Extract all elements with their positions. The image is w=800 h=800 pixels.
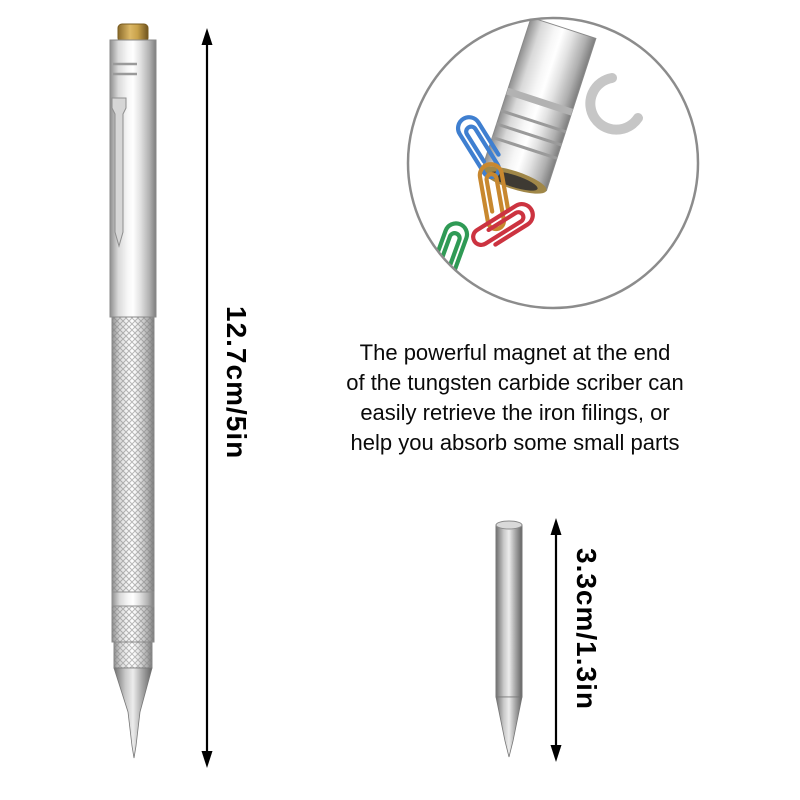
arrow-down-icon — [550, 745, 562, 762]
hook-icon — [585, 73, 643, 135]
scriber-magnet-end — [481, 18, 597, 194]
pen-tip-cone — [113, 667, 153, 759]
replacement-tip-illustration — [495, 520, 523, 758]
pen-brass-button — [117, 23, 149, 43]
arrow-down-icon — [201, 751, 213, 768]
pen-pocket-clip — [111, 97, 127, 248]
tip-point-cone — [495, 696, 523, 758]
magnet-closeup-illustration — [427, 18, 643, 288]
magnifier-circle-border — [406, 16, 700, 310]
magnet-description-line: of the tungsten carbide scriber can — [346, 370, 684, 395]
tip-length-dimension-arrow — [550, 518, 562, 762]
magnet-description: The powerful magnet at the end of the tu… — [346, 338, 684, 458]
pen-chuck-texture — [114, 642, 152, 668]
magnet-description-line: The powerful magnet at the end — [359, 340, 671, 365]
pen-length-label: 12.7cm/5in — [221, 306, 252, 460]
pen-length-dimension-arrow — [201, 28, 213, 768]
magnet-description-line: help you absorb some small parts — [350, 430, 680, 455]
scriber-groove — [506, 87, 574, 116]
pen-grip-band — [111, 591, 155, 607]
tip-length-label: 3.3cm/1.3in — [571, 548, 602, 710]
arrow-up-icon — [550, 518, 562, 535]
arrow-up-icon — [201, 28, 213, 45]
tip-top-face — [495, 520, 523, 530]
magnet-description-line: easily retrieve the iron filings, or — [360, 400, 670, 425]
scriber-pen-illustration — [109, 23, 157, 759]
pen-knurl-texture — [112, 317, 154, 642]
tip-shaft — [495, 524, 523, 698]
